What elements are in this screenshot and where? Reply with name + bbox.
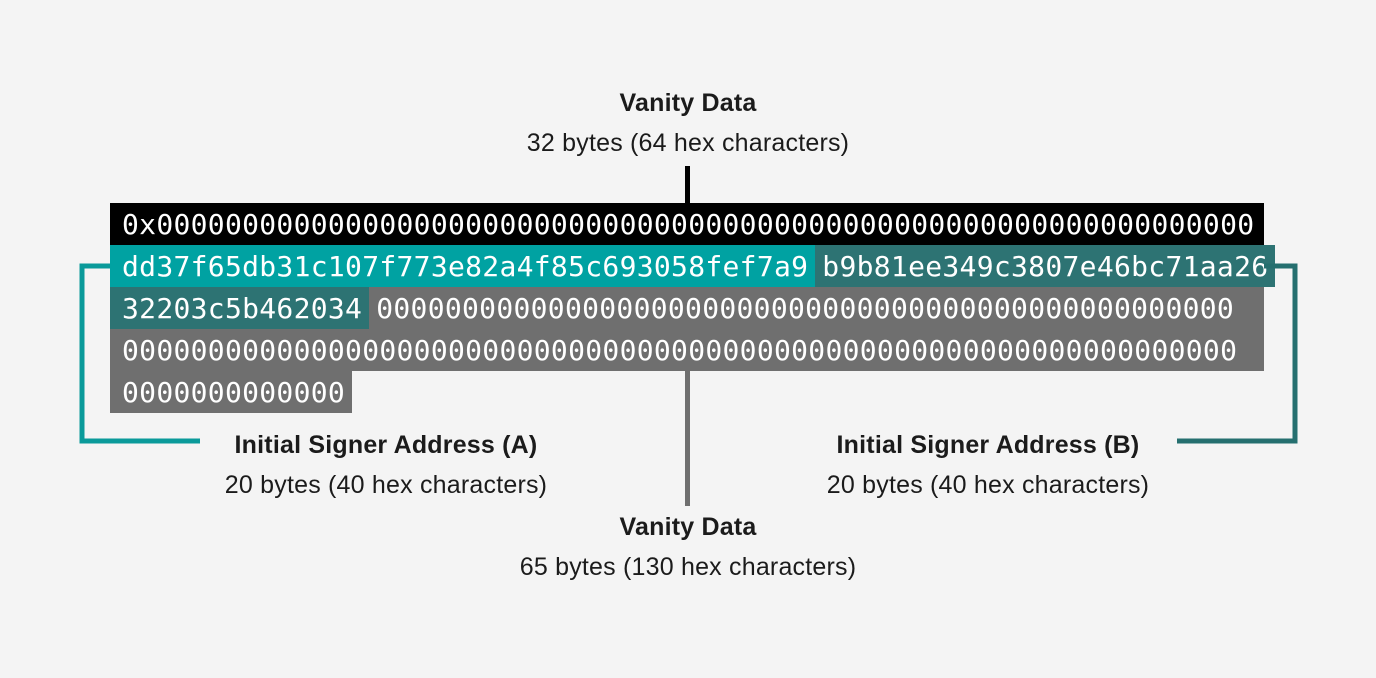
signer-b-subtitle: 20 bytes (40 hex characters) <box>826 471 1150 499</box>
vanity-prefix-segment: 0x00000000000000000000000000000000000000… <box>110 203 1264 245</box>
vanity-bottom-connector-line <box>685 371 690 506</box>
signer-a-segment: dd37f65db31c107f773e82a4f85c693058fef7a9 <box>110 245 816 287</box>
vanity-bottom-title: Vanity Data <box>619 513 757 541</box>
signer-b-segment-part2: 32203c5b462034 <box>110 287 370 329</box>
signer-b-title: Initial Signer Address (B) <box>836 431 1140 459</box>
hex-row: 0x00000000000000000000000000000000000000… <box>110 203 1264 245</box>
vanity-zeros-segment-2: 0000000000000000000000000000000000000000… <box>110 329 1264 371</box>
signer-b-label: Initial Signer Address (B) 20 bytes (40 … <box>758 428 1218 502</box>
hex-row: 0000000000000 <box>110 371 353 413</box>
vanity-zeros-segment-3: 0000000000000 <box>110 371 353 413</box>
vanity-top-title: Vanity Data <box>619 89 757 117</box>
hex-row: dd37f65db31c107f773e82a4f85c693058fef7a9… <box>110 245 1276 287</box>
signer-b-segment-part1: b9b81ee349c3807e46bc71aa26 <box>815 245 1276 287</box>
signer-a-subtitle: 20 bytes (40 hex characters) <box>224 471 548 499</box>
signer-a-title: Initial Signer Address (A) <box>234 431 538 459</box>
hex-row: 0000000000000000000000000000000000000000… <box>110 329 1264 371</box>
vanity-bottom-label: Vanity Data 65 bytes (130 hex characters… <box>458 510 918 584</box>
vanity-top-label: Vanity Data 32 bytes (64 hex characters) <box>458 86 918 160</box>
vanity-top-connector-line <box>685 166 690 203</box>
vanity-zeros-segment-1: 0000000000000000000000000000000000000000… <box>369 287 1264 329</box>
signer-a-label: Initial Signer Address (A) 20 bytes (40 … <box>156 428 616 502</box>
vanity-top-subtitle: 32 bytes (64 hex characters) <box>526 129 850 157</box>
hex-bar: 0x00000000000000000000000000000000000000… <box>110 203 1276 413</box>
vanity-bottom-subtitle: 65 bytes (130 hex characters) <box>519 553 857 581</box>
